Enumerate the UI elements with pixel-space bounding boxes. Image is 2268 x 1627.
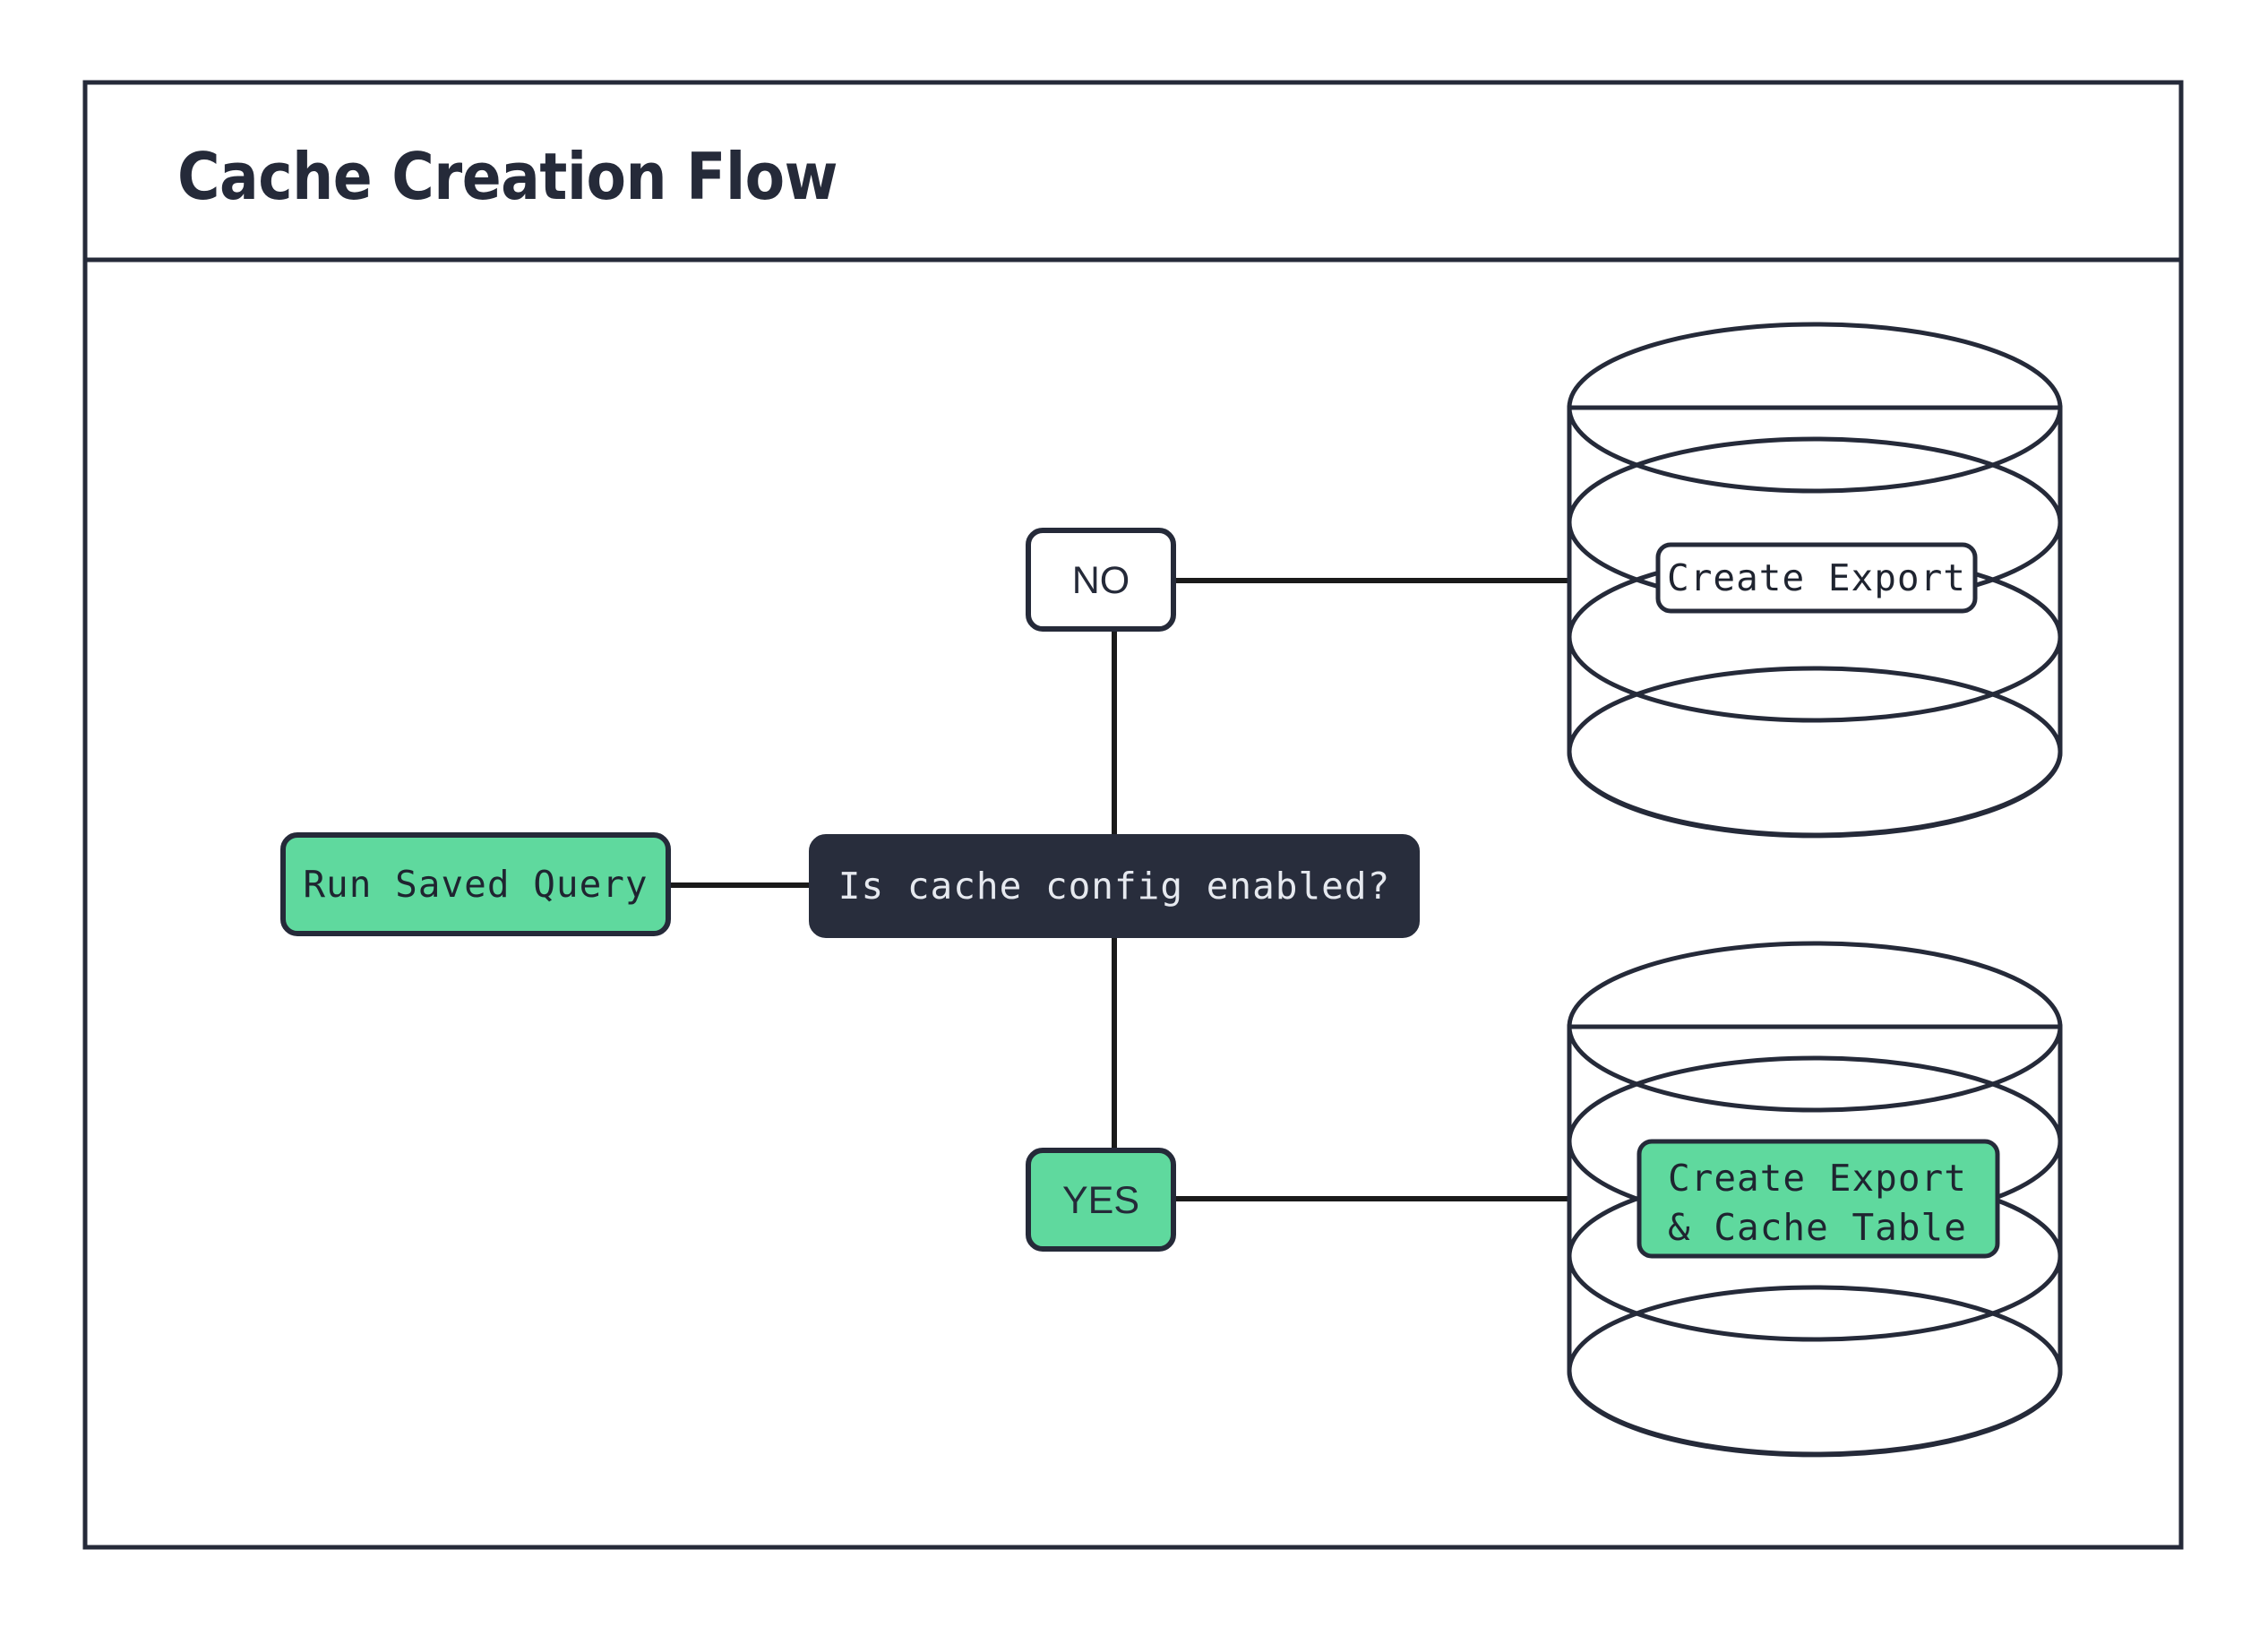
branch-no-label: NO bbox=[1072, 559, 1130, 602]
node-is-cache-config-enabled[interactable]: Is cache config enabled? bbox=[809, 834, 1420, 938]
run-saved-query-label: Run Saved Query bbox=[303, 863, 648, 906]
node-create-export[interactable]: Create Export bbox=[1567, 322, 2063, 839]
create-export-cache-table-label-line-1: Create Export bbox=[1668, 1157, 1967, 1200]
decision-label: Is cache config enabled? bbox=[838, 865, 1390, 908]
db2-band-4 bbox=[1567, 1285, 2063, 1457]
decision-box bbox=[809, 834, 1420, 938]
branch-no-box bbox=[1026, 528, 1176, 632]
branch-yes-label: YES bbox=[1062, 1179, 1139, 1222]
run-saved-query-box bbox=[280, 832, 671, 936]
create-export-label: Create Export bbox=[1667, 556, 1966, 599]
page-title: Cache Creation Flow bbox=[177, 139, 838, 214]
create-export-cache-table-label-chip bbox=[1637, 1139, 2000, 1259]
create-export-cache-table-label-line-2: & Cache Table bbox=[1668, 1206, 1967, 1249]
db-band-4 bbox=[1567, 666, 2063, 838]
branch-yes-box bbox=[1026, 1148, 1176, 1252]
db-cylinder-body bbox=[1567, 405, 2063, 839]
edge-group bbox=[667, 578, 1576, 1201]
node-create-export-and-cache-table[interactable]: Create Export & Cache Table bbox=[1567, 941, 2063, 1458]
node-branch-no[interactable]: NO bbox=[1026, 528, 1176, 632]
db-band-1 bbox=[1567, 322, 2063, 494]
node-run-saved-query[interactable]: Run Saved Query bbox=[280, 832, 671, 936]
create-export-label-chip bbox=[1655, 542, 1978, 614]
node-branch-yes[interactable]: YES bbox=[1026, 1148, 1176, 1252]
db2-band-1 bbox=[1567, 941, 2063, 1113]
